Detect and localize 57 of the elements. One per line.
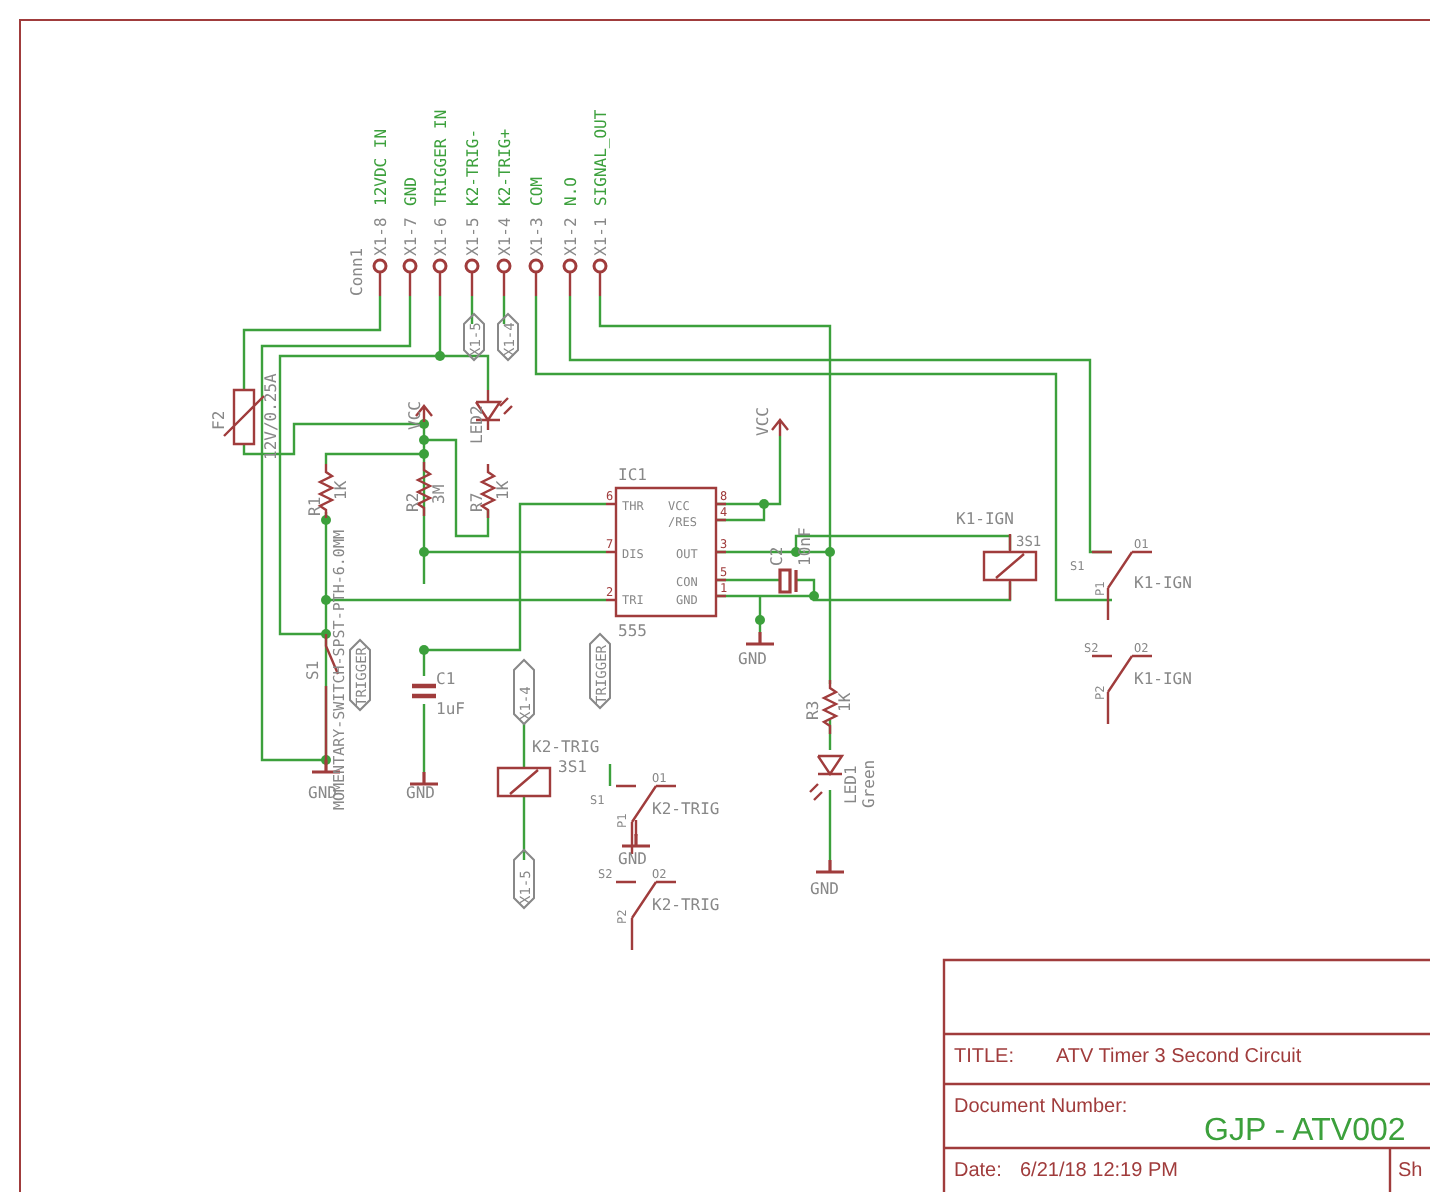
sheet-field-label: Sh — [1398, 1160, 1423, 1182]
component-label: C2 — [768, 546, 786, 566]
net-label: COM — [528, 177, 546, 206]
component-value: 1K — [836, 692, 854, 712]
component-label: R2 — [404, 492, 422, 512]
component-value: 3M — [430, 484, 448, 504]
pin-label: X1-5 — [464, 217, 482, 256]
supply-label: VCC — [406, 401, 424, 430]
date-text: 6/21/18 12:19 PM — [1020, 1160, 1178, 1182]
pin-label: 3S1 — [558, 758, 587, 776]
component-label: R3 — [804, 700, 822, 720]
net-label: K2-TRIG+ — [496, 128, 514, 206]
title-text: ATV Timer 3 Second Circuit — [1056, 1046, 1302, 1068]
net-label: N.O — [562, 177, 580, 206]
component-label: LED1 — [842, 765, 860, 804]
component-label: LED2 — [468, 405, 486, 444]
pin-label: X1-4 — [496, 217, 514, 256]
ground-label: GND — [618, 850, 647, 868]
pin-label: X1-8 — [372, 217, 390, 256]
connector-name: Conn1 — [348, 247, 366, 296]
component-label: K1-IGN — [1134, 574, 1192, 592]
component-label: K1-IGN — [1134, 670, 1192, 688]
ground-label: GND — [738, 650, 767, 668]
supply-label: VCC — [754, 407, 772, 436]
component-value: 10nF — [796, 527, 814, 566]
component-label: K2-TRIG — [652, 896, 720, 914]
component-value: 1uF — [436, 700, 465, 718]
component-label: K2-TRIG — [652, 800, 720, 818]
document-number: GJP - ATV002 — [1204, 1114, 1406, 1148]
pin-label: X1-3 — [528, 217, 546, 256]
net-label: K2-TRIG- — [464, 128, 482, 206]
date-field-label: Date: — [954, 1160, 1002, 1182]
component-value: 555 — [618, 622, 647, 640]
component-label: K1-IGN — [956, 510, 1014, 528]
ground-label: GND — [810, 880, 839, 898]
component-label: R7 — [468, 492, 486, 512]
pin-label: X1-7 — [402, 217, 420, 256]
component-value: 12V/0.25A — [262, 373, 280, 460]
component-value: 1K — [494, 480, 512, 500]
title-field-label: TITLE: — [954, 1046, 1015, 1068]
pin-label: X1-2 — [562, 217, 580, 256]
component-label: R1 — [306, 496, 324, 516]
component-label: S1 — [304, 660, 322, 680]
component-value: Green — [860, 759, 878, 808]
pin-label: X1-1 — [592, 217, 610, 256]
pin-label: X1-6 — [432, 217, 450, 256]
net-label: 12VDC IN — [372, 128, 390, 206]
net-label: SIGNAL_OUT — [592, 109, 610, 206]
component-label: IC1 — [618, 466, 647, 484]
component-value: 1K — [332, 480, 350, 500]
net-label: TRIGGER IN — [432, 109, 450, 206]
component-label: C1 — [436, 670, 456, 688]
component-label: K2-TRIG — [532, 738, 600, 756]
document-number-field-label: Document Number: — [954, 1096, 1128, 1118]
ground-label: GND — [406, 784, 435, 802]
component-label: F2 — [210, 410, 228, 430]
net-label: GND — [402, 177, 420, 206]
